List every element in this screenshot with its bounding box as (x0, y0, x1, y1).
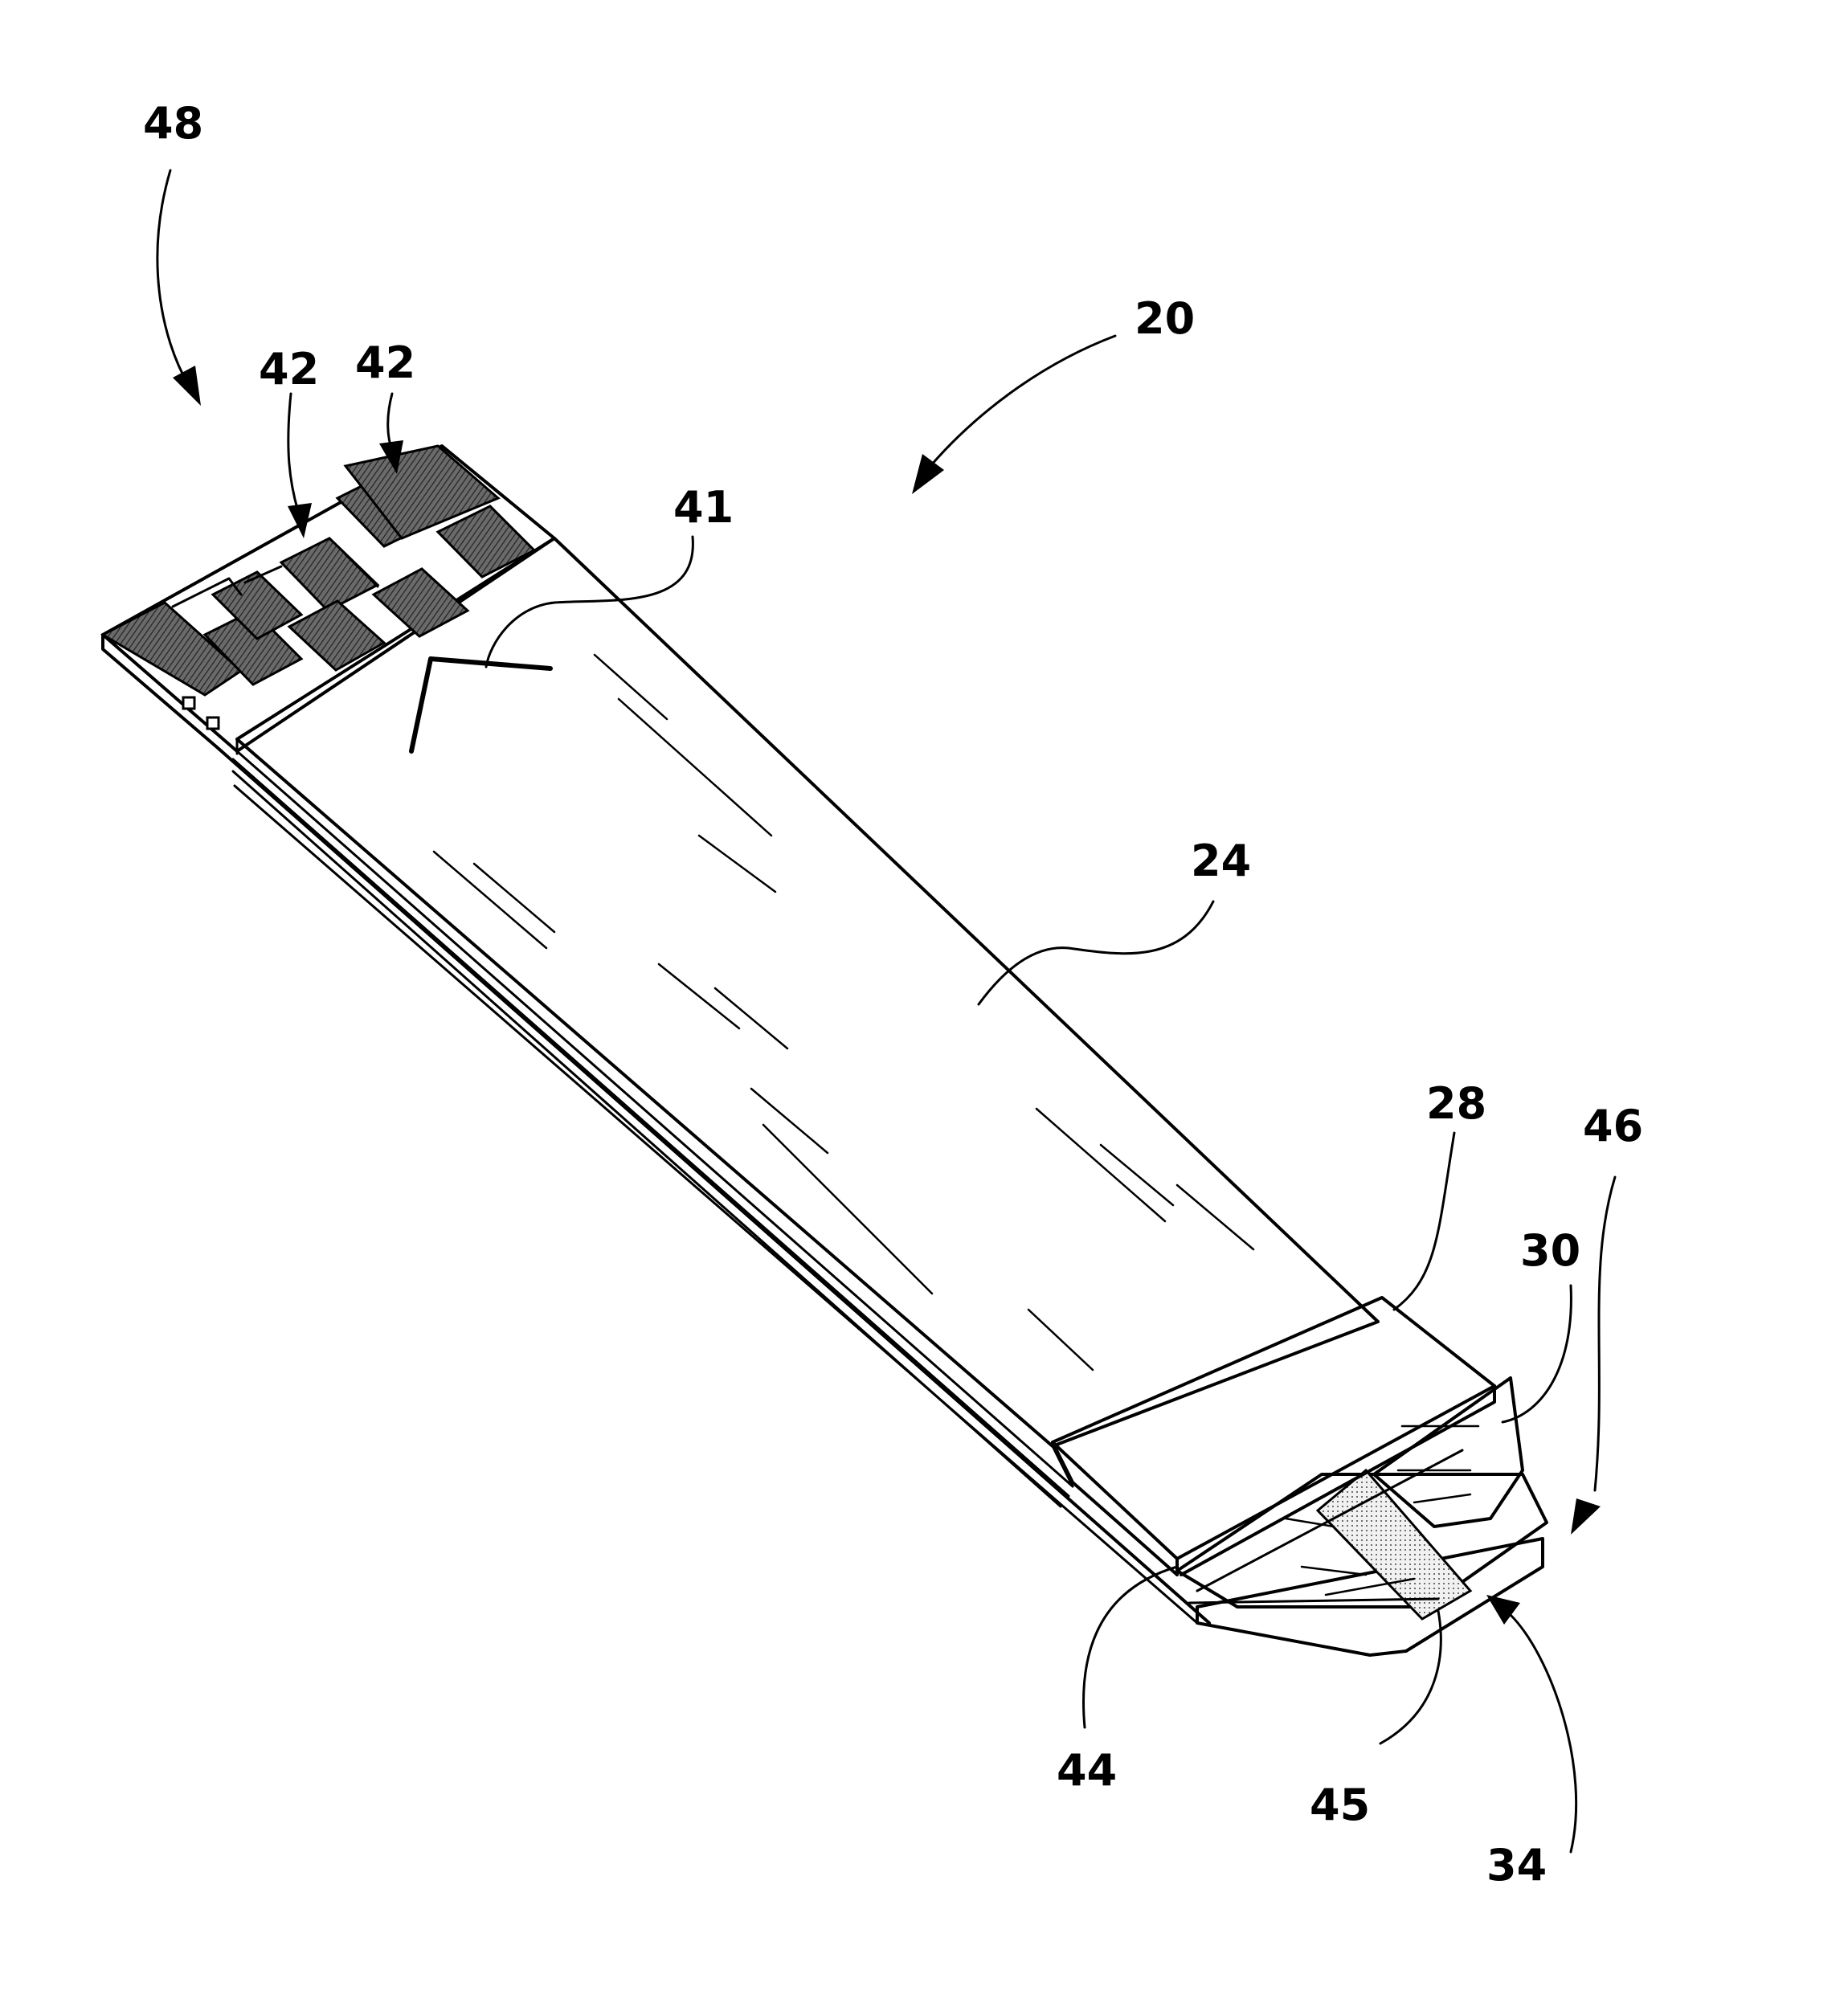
label-30: 30 (1520, 1225, 1580, 1276)
label-41: 41 (673, 482, 734, 533)
cover-layer-side (237, 739, 1073, 1486)
contact-pad (289, 601, 384, 670)
contact-pad (281, 538, 378, 611)
contact-pad (374, 569, 468, 636)
leader-45 (1380, 1611, 1441, 1743)
leader-24 (979, 901, 1213, 1004)
cover-sheen-lines (434, 655, 1253, 1370)
arrowhead-48-icon (173, 366, 201, 406)
label-24: 24 (1191, 836, 1251, 886)
label-48: 48 (143, 98, 203, 149)
substrate-layer-line-4 (235, 786, 1197, 1623)
label-42-left: 42 (259, 344, 319, 394)
arrowhead-46-icon (1571, 1498, 1601, 1535)
label-44: 44 (1057, 1745, 1117, 1796)
leader-46 (1595, 1177, 1615, 1490)
marker-square (207, 717, 219, 729)
cover-layer (237, 538, 1378, 1446)
substrate-layer-line-1 (112, 643, 1073, 1486)
leader-34 (1511, 1615, 1576, 1852)
label-46: 46 (1583, 1101, 1643, 1151)
leader-44 (1083, 1567, 1177, 1727)
label-45: 45 (1310, 1780, 1370, 1830)
marker-square (183, 697, 194, 709)
leader-48 (157, 170, 189, 386)
test-strip (103, 446, 1378, 1623)
fill-indicator-mark (411, 659, 550, 751)
label-34: 34 (1486, 1840, 1547, 1891)
leader-42a (288, 394, 299, 514)
label-20: 20 (1135, 293, 1195, 344)
leader-28 (1394, 1133, 1454, 1310)
label-42-right: 42 (355, 337, 415, 388)
arrowhead-20-icon (912, 454, 944, 494)
leader-42b (388, 394, 392, 450)
reference-labels: 48 20 42 42 41 24 28 46 30 44 45 34 (143, 98, 1643, 1891)
leader-20 (930, 336, 1115, 466)
label-28: 28 (1426, 1078, 1486, 1129)
substrate-layer-line-2 (233, 759, 1069, 1496)
